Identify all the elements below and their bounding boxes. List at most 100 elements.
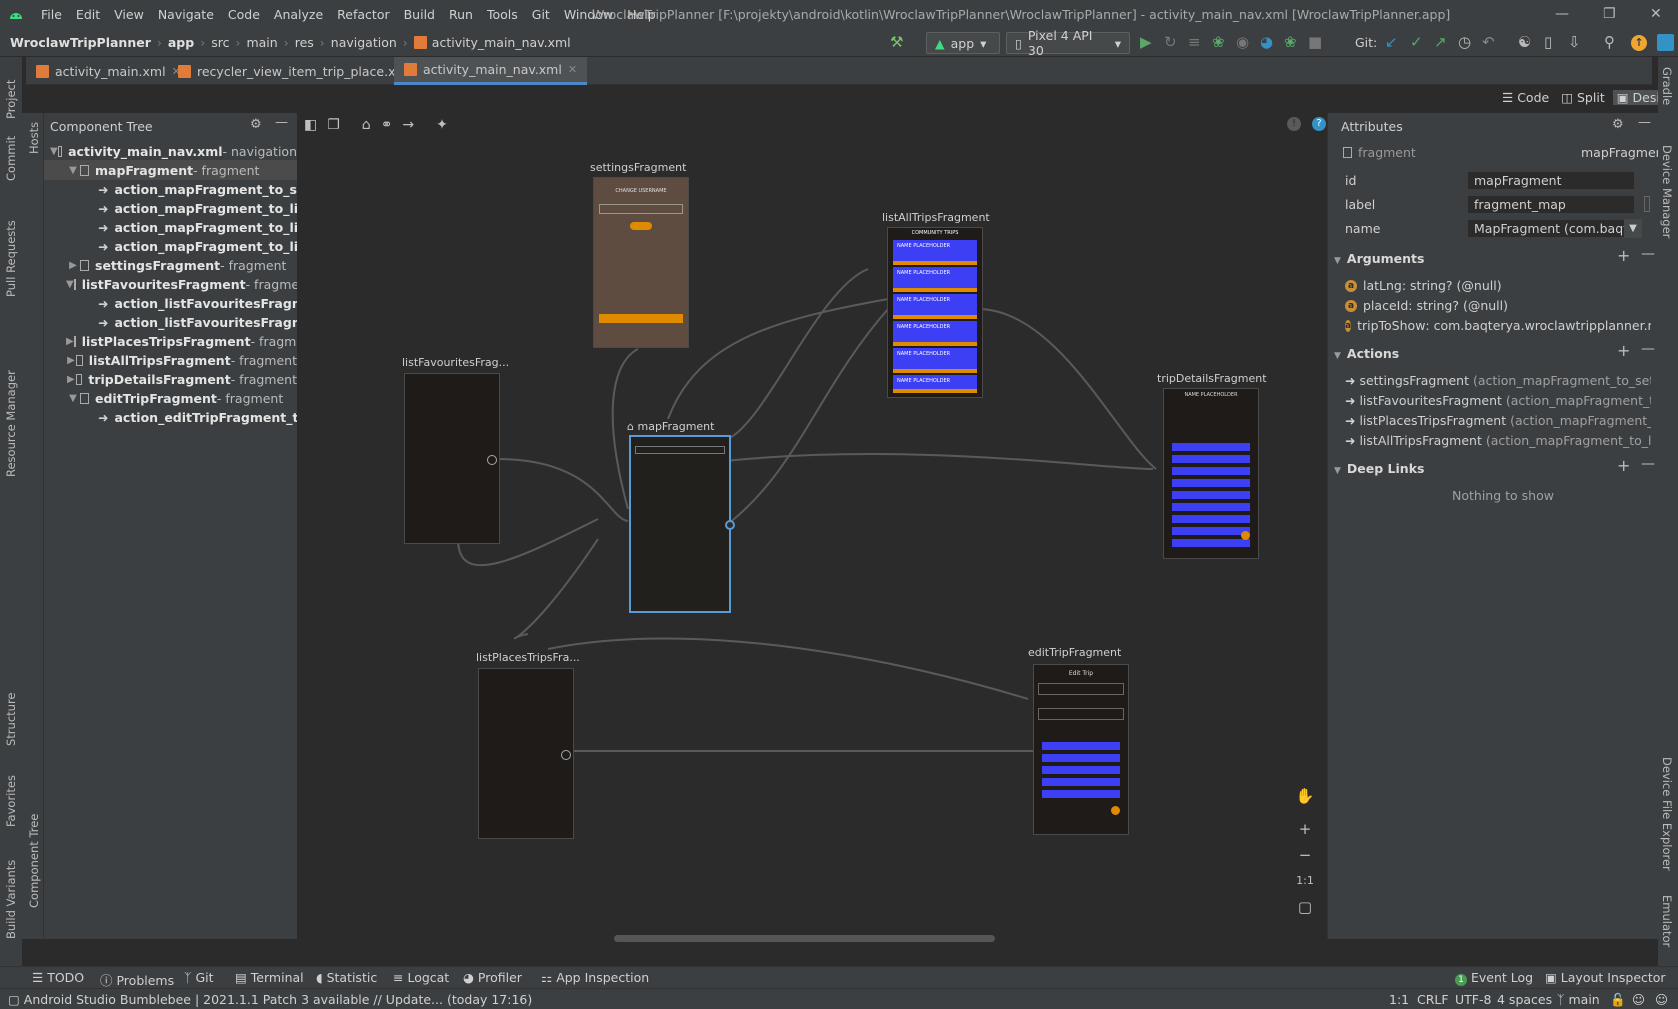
git-push-icon[interactable]: ↗ — [1434, 33, 1447, 51]
chevron-right-icon[interactable]: ▶ — [67, 354, 75, 366]
tree-row[interactable]: ▼editTripFragment - fragment — [44, 388, 297, 408]
action-row[interactable]: ➜ settingsFragment (action_mapFragment_t… — [1345, 373, 1651, 388]
sync-gradle-icon[interactable]: ☯ — [1518, 33, 1532, 51]
run-config-dropdown[interactable]: ▲ app ▾ — [926, 32, 1000, 54]
add-argument-button[interactable]: + — [1617, 246, 1631, 265]
menu-refactor[interactable]: Refactor — [337, 7, 390, 22]
search-icon[interactable]: ⚲ — [1604, 33, 1615, 51]
new-destination-icon[interactable]: ◧ — [304, 117, 318, 133]
gear-icon[interactable]: ⚙ — [250, 117, 262, 132]
breadcrumb-project[interactable]: WroclawTripPlanner — [10, 35, 151, 50]
remove-action-button[interactable]: — — [1641, 341, 1655, 357]
tree-row[interactable]: ➜action_editTripFragment_to_listPlacesTr… — [44, 407, 297, 427]
tree-row[interactable]: ▼activity_main_nav.xml - navigation — [44, 141, 297, 161]
tree-row[interactable]: ▶listAllTripsFragment - fragment — [44, 350, 297, 370]
add-action-button[interactable]: + — [1617, 341, 1631, 360]
restore-icon[interactable]: ❐ — [1603, 6, 1616, 22]
deep-links-section-header[interactable]: ▼Deep Links — [1334, 461, 1424, 476]
git-history-icon[interactable]: ◷ — [1458, 33, 1472, 51]
menu-tools[interactable]: Tools — [486, 7, 518, 22]
horizontal-scrollbar[interactable] — [614, 935, 995, 942]
tree-row[interactable]: ➜action_mapFragment_to_settingsFragment — [44, 179, 297, 199]
inspection-profile-icon[interactable]: ☺ — [1632, 992, 1646, 1007]
git-rollback-icon[interactable]: ↶ — [1482, 33, 1495, 51]
hide-panel-icon[interactable]: — — [275, 115, 288, 130]
apply-changes-icon[interactable]: ≡ — [1188, 33, 1201, 51]
git-update-icon[interactable]: ↙ — [1385, 33, 1398, 51]
indent-setting[interactable]: 4 spaces — [1497, 992, 1553, 1007]
tree-row[interactable]: ▶settingsFragment - fragment — [44, 255, 297, 275]
name-dropdown[interactable]: MapFragment (com.baqter — [1467, 219, 1627, 238]
action-handle[interactable] — [725, 520, 735, 530]
arguments-section-header[interactable]: ▼Arguments — [1334, 251, 1424, 266]
tree-row[interactable]: ▼mapFragment - fragment — [44, 160, 297, 180]
chevron-down-icon[interactable]: ▼ — [1624, 219, 1642, 238]
menu-window[interactable]: Window — [563, 7, 614, 22]
warning-icon[interactable]: ! — [1287, 117, 1301, 131]
breadcrumb-res[interactable]: res — [294, 35, 314, 50]
resource-manager-tool-tab[interactable]: Resource Manager — [4, 370, 18, 477]
actions-section-header[interactable]: ▼Actions — [1334, 346, 1399, 361]
breadcrumb-file[interactable]: activity_main_nav.xml — [431, 35, 571, 50]
home-icon[interactable]: ⌂ — [361, 117, 371, 133]
avatar[interactable] — [1657, 34, 1674, 51]
zoom-to-fit-icon[interactable]: ▢ — [1297, 898, 1313, 916]
tree-row[interactable]: ➜action_listFavouritesFragment_to_tripDe… — [44, 312, 297, 332]
device-dropdown[interactable]: ▯ Pixel 4 API 30 ▾ — [1006, 28, 1130, 58]
remove-deep-link-button[interactable]: — — [1641, 456, 1655, 472]
menu-help[interactable]: Help — [627, 7, 656, 22]
statistic-tool-button[interactable]: ◖ Statistic — [316, 970, 378, 985]
hide-panel-icon[interactable]: — — [1638, 115, 1651, 130]
menu-analyze[interactable]: Analyze — [273, 7, 324, 22]
add-deep-link-button[interactable]: + — [1617, 456, 1631, 475]
rerun-icon[interactable]: ↻ — [1164, 33, 1177, 51]
edit-trip-node[interactable]: Edit Trip — [1033, 664, 1129, 835]
gear-icon[interactable]: ⚙ — [1612, 117, 1624, 132]
stop-icon[interactable]: ■ — [1308, 33, 1323, 51]
todo-tool-button[interactable]: ☰ TODO — [32, 970, 85, 985]
status-message[interactable]: ▢ Android Studio Bumblebee | 2021.1.1 Pa… — [8, 992, 532, 1007]
close-tab-icon[interactable]: ✕ — [567, 63, 578, 76]
breadcrumb-main[interactable]: main — [246, 35, 278, 50]
layout-inspector-tool-button[interactable]: ▣ Layout Inspector — [1545, 970, 1666, 985]
split-mode-button[interactable]: ◫ Split — [1561, 90, 1605, 105]
tree-row[interactable]: ▶listPlacesTripsFragment - fragment — [44, 331, 297, 351]
code-mode-button[interactable]: ☰ Code — [1502, 90, 1550, 105]
device-manager-tool-tab[interactable]: Device Manager — [1660, 145, 1674, 239]
emulator-tool-tab[interactable]: Emulator — [1660, 895, 1674, 948]
git-branch[interactable]: ᛉ main — [1557, 992, 1600, 1007]
list-places-trips-node[interactable] — [478, 668, 574, 839]
profile-icon[interactable]: ◕ — [1260, 33, 1274, 51]
menu-build[interactable]: Build — [403, 7, 435, 22]
trip-details-node[interactable]: NAME PLACEHOLDER — [1163, 388, 1259, 559]
device-manager-icon[interactable]: ▯ — [1544, 33, 1553, 51]
caret-position[interactable]: 1:1 — [1389, 992, 1410, 1007]
menu-code[interactable]: Code — [227, 7, 260, 22]
resource-picker-icon[interactable] — [1644, 196, 1650, 212]
map-fragment-node[interactable] — [629, 435, 735, 613]
tab-activity-main-nav[interactable]: activity_main_nav.xml ✕ — [394, 57, 588, 85]
settings-fragment-node[interactable]: CHANGE USERNAME — [593, 177, 689, 348]
sdk-manager-icon[interactable]: ⇩ — [1568, 33, 1581, 51]
chevron-down-icon[interactable]: ▼ — [66, 278, 74, 290]
feedback-icon[interactable]: ☺ — [1655, 992, 1669, 1007]
help-icon[interactable]: ? — [1312, 117, 1326, 131]
menu-navigate[interactable]: Navigate — [157, 7, 214, 22]
tree-row[interactable]: ▼listFavouritesFragment - fragment — [44, 274, 297, 294]
breadcrumb-navigation[interactable]: navigation — [330, 35, 397, 50]
chevron-right-icon[interactable]: ▶ — [66, 335, 74, 347]
list-all-trips-node[interactable]: COMMUNITY TRIPS NAME PLACEHOLDER NAME PL… — [887, 227, 983, 398]
chevron-down-icon[interactable]: ▼ — [69, 164, 77, 176]
minimize-icon[interactable]: — — [1555, 6, 1569, 22]
lock-icon[interactable]: 🔓 — [1610, 992, 1626, 1007]
zoom-out-button[interactable]: − — [1298, 846, 1312, 864]
close-window-icon[interactable]: ✕ — [1650, 6, 1662, 22]
git-commit-icon[interactable]: ✓ — [1410, 33, 1423, 51]
component-tree-tab[interactable]: Component Tree — [27, 813, 41, 908]
zoom-in-button[interactable]: + — [1298, 820, 1312, 838]
tree-row[interactable]: ➜action_mapFragment_to_listFavouritesFra… — [44, 198, 297, 218]
chevron-down-icon[interactable]: ▼ — [69, 392, 77, 404]
